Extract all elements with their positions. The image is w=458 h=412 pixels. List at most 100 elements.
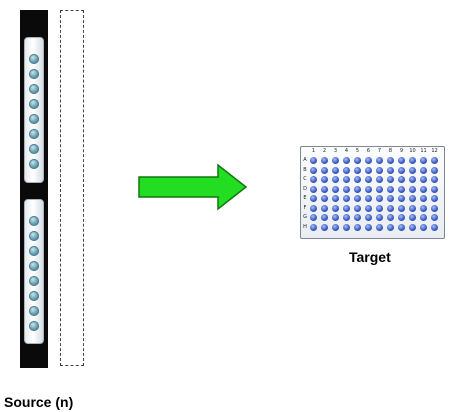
plate-well xyxy=(343,204,350,212)
plate-well xyxy=(332,223,339,231)
plate-well xyxy=(365,176,372,183)
plate-well xyxy=(420,204,427,212)
right-arrow-icon xyxy=(138,163,248,211)
plate-well xyxy=(310,195,317,202)
plate-well xyxy=(354,176,361,183)
plate-well xyxy=(398,185,405,193)
plate-well xyxy=(420,166,427,174)
plate-well xyxy=(354,204,361,212)
plate-well xyxy=(409,166,416,174)
plate-well xyxy=(332,185,339,193)
plate-well xyxy=(332,195,339,202)
plate-well xyxy=(420,185,427,193)
plate-well xyxy=(376,185,383,193)
plate-well xyxy=(343,185,350,193)
sample-bead xyxy=(29,306,39,316)
plate-well xyxy=(321,214,328,221)
plate-well xyxy=(398,166,405,174)
sample-bead xyxy=(29,99,39,109)
plate-well xyxy=(420,214,427,221)
plate-well xyxy=(409,195,416,202)
plate-well xyxy=(321,166,328,174)
plate-well xyxy=(365,204,372,212)
sample-bead xyxy=(29,84,39,94)
plate-well xyxy=(376,195,383,202)
source-cartridge-top xyxy=(24,37,44,183)
plate-well xyxy=(365,195,372,202)
plate-well xyxy=(420,195,427,202)
plate-well xyxy=(431,204,438,212)
plate-well xyxy=(310,223,317,231)
plate-well xyxy=(310,176,317,183)
plate-well xyxy=(387,195,394,202)
plate-well xyxy=(387,223,394,231)
plate-well xyxy=(376,176,383,183)
sample-bead xyxy=(29,159,39,169)
sample-bead xyxy=(29,216,39,226)
sample-bead xyxy=(29,276,39,286)
plate-row-label: G xyxy=(303,214,307,220)
plate-well xyxy=(431,195,438,202)
plate-row-label: A xyxy=(303,157,307,163)
plate-column-label: 5 xyxy=(355,148,360,154)
plate-well xyxy=(398,176,405,183)
plate-column-label: 7 xyxy=(377,148,382,154)
sample-bead xyxy=(29,291,39,301)
plate-well xyxy=(376,157,383,164)
plate-well xyxy=(354,214,361,221)
plate-well xyxy=(398,195,405,202)
plate-well xyxy=(332,214,339,221)
plate-well xyxy=(365,214,372,221)
plate-well xyxy=(398,214,405,221)
sample-bead xyxy=(29,321,39,331)
plate-well xyxy=(321,185,328,193)
target-label: Target xyxy=(349,249,391,265)
plate-column-label: 9 xyxy=(399,148,404,154)
plate-well xyxy=(321,204,328,212)
plate-column-label: 10 xyxy=(409,148,416,154)
plate-well xyxy=(365,185,372,193)
plate-well xyxy=(431,157,438,164)
plate-well xyxy=(310,166,317,174)
plate-well xyxy=(365,166,372,174)
plate-well xyxy=(354,157,361,164)
plate-well xyxy=(343,157,350,164)
plate-well xyxy=(420,176,427,183)
plate-well xyxy=(409,204,416,212)
plate-well xyxy=(343,223,350,231)
plate-well xyxy=(310,157,317,164)
plate-well xyxy=(409,185,416,193)
plate-row-label: E xyxy=(303,195,307,201)
sample-bead xyxy=(29,129,39,139)
source-label: Source (n) xyxy=(4,394,74,410)
plate-well xyxy=(420,223,427,231)
plate-well xyxy=(354,195,361,202)
plate-well xyxy=(332,166,339,174)
plate-column-label: 3 xyxy=(333,148,338,154)
plate-well xyxy=(343,214,350,221)
sample-bead xyxy=(29,231,39,241)
plate-well xyxy=(431,185,438,193)
plate-well xyxy=(354,185,361,193)
plate-well xyxy=(310,185,317,193)
plate-well xyxy=(409,214,416,221)
plate-well xyxy=(343,176,350,183)
plate-well xyxy=(398,157,405,164)
plate-well xyxy=(321,223,328,231)
plate-well xyxy=(431,176,438,183)
plate-well xyxy=(431,214,438,221)
plate-well xyxy=(332,157,339,164)
plate-row-label: C xyxy=(303,176,307,182)
plate-well xyxy=(332,176,339,183)
plate-well xyxy=(376,223,383,231)
plate-well xyxy=(398,204,405,212)
plate-well xyxy=(332,204,339,212)
plate-well xyxy=(387,214,394,221)
plate-well xyxy=(387,166,394,174)
sample-bead xyxy=(29,54,39,64)
plate-well xyxy=(343,195,350,202)
plate-well xyxy=(387,176,394,183)
plate-well xyxy=(398,223,405,231)
plate-well xyxy=(310,204,317,212)
plate-column-label: 11 xyxy=(420,148,427,154)
